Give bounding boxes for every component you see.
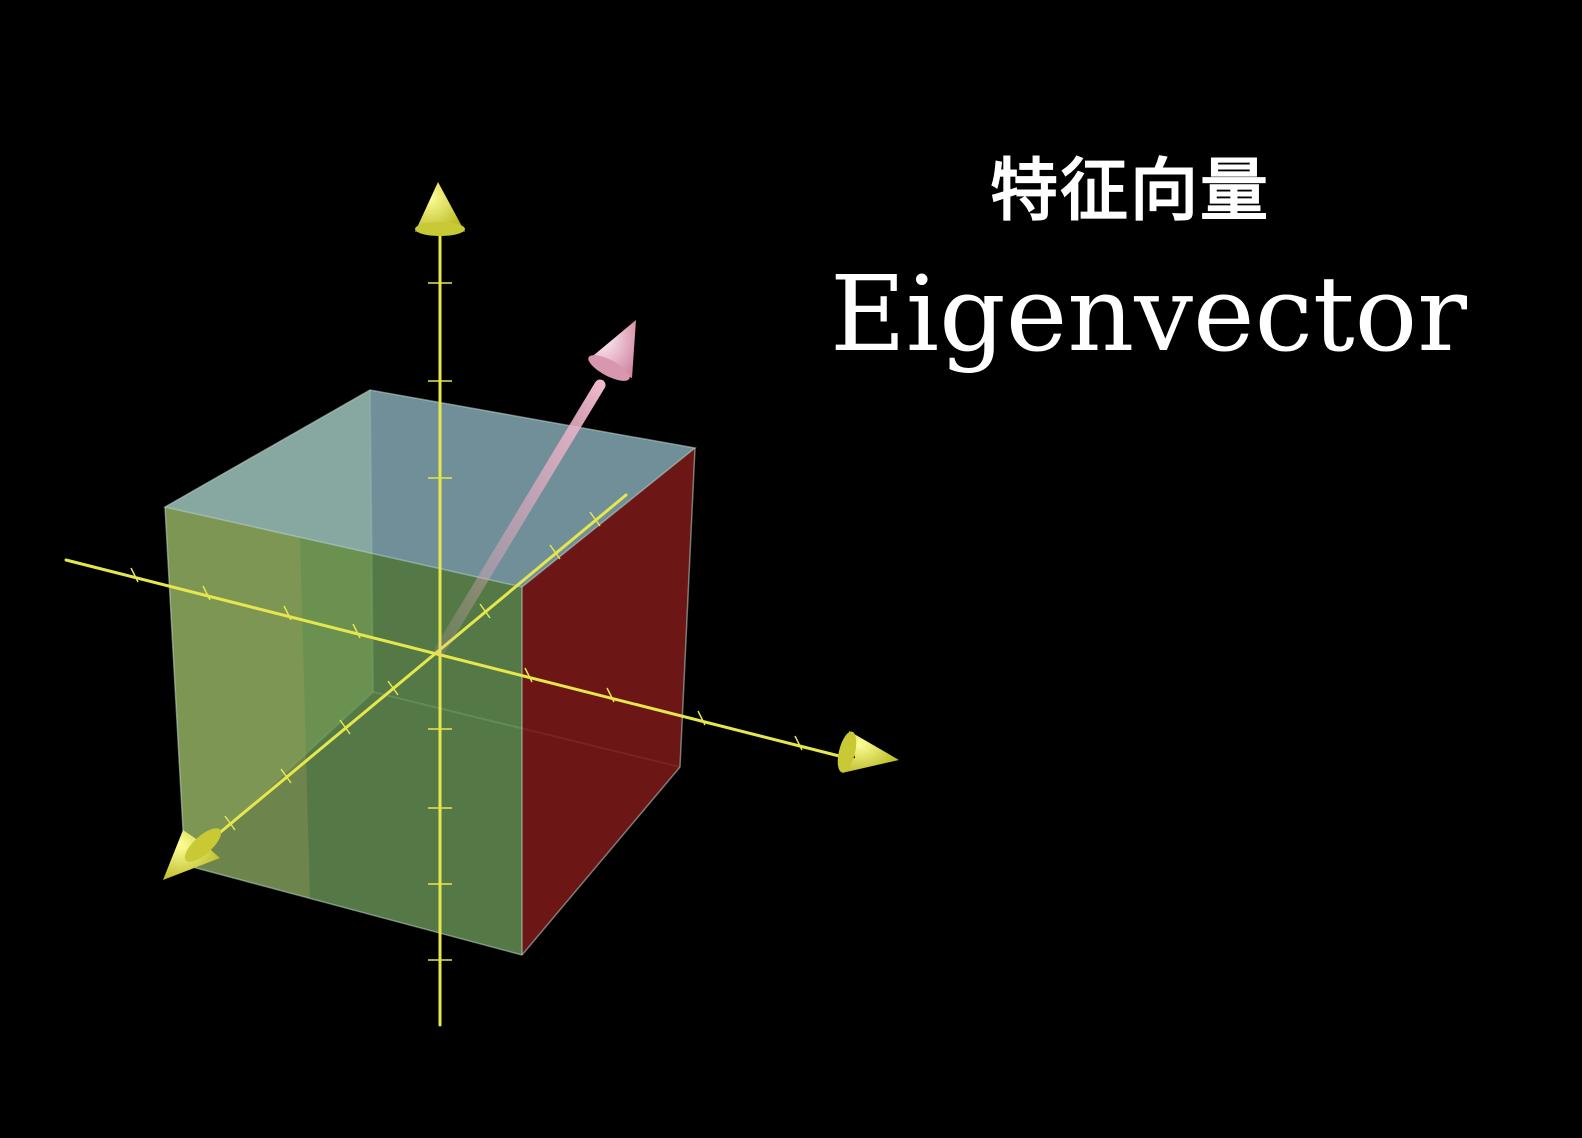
axis-ticks <box>130 282 803 961</box>
z-axis-arrowhead <box>415 182 465 232</box>
x-axis <box>64 558 857 762</box>
unit-cube <box>162 389 697 956</box>
title-english: Eigenvector <box>830 253 1467 375</box>
title-chinese: 特征向量 <box>989 152 1270 231</box>
eigenvector-arrow <box>434 320 636 656</box>
cube-right-face <box>522 448 695 955</box>
axis-arrowheads <box>163 182 899 880</box>
